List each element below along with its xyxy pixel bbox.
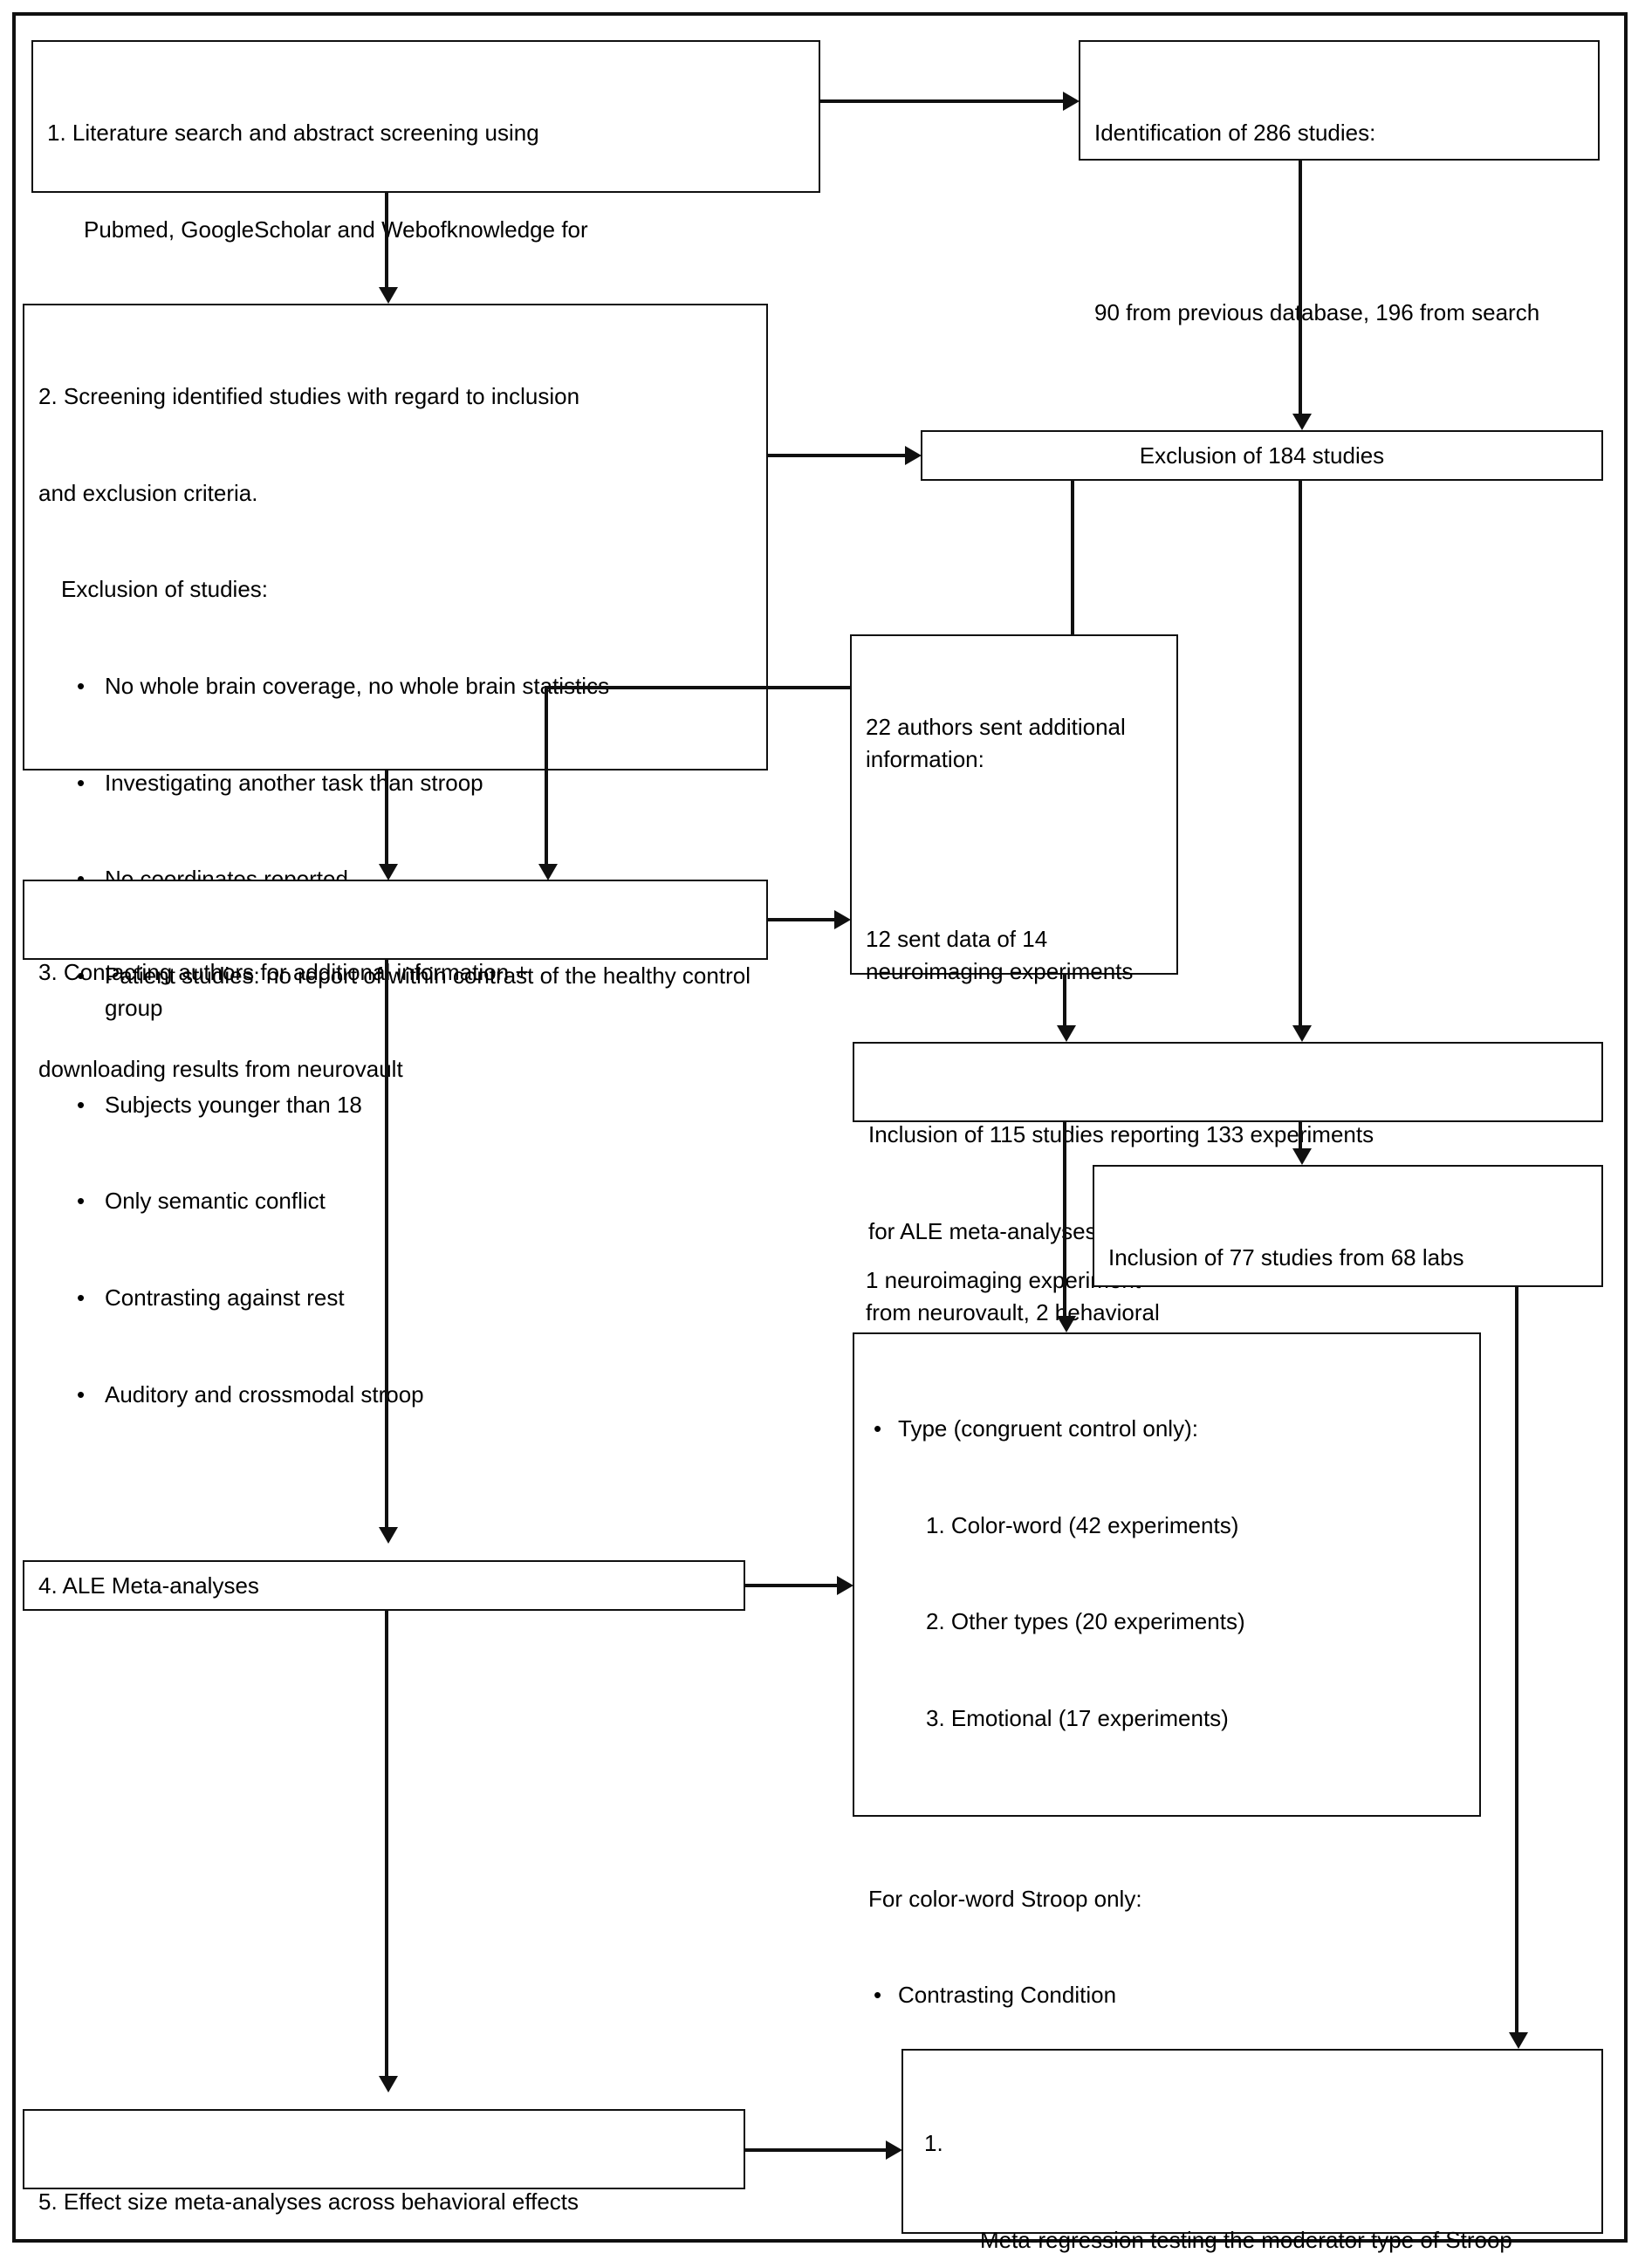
arrowhead-identification-to-exclusion <box>1292 414 1312 430</box>
authors-line1: 22 authors sent additional information: <box>866 713 1133 772</box>
box-step4-ale-meta-analyses: 4. ALE Meta-analyses <box>23 1560 745 1611</box>
step1-line1: 1. Literature search and abstract screen… <box>47 119 539 146</box>
connector-step1-to-identification <box>820 99 1063 103</box>
connector-step5-to-metaregression <box>745 2148 886 2152</box>
moderators-group1-item2: 2. Other types (20 experiments) <box>926 1608 1245 1635</box>
box-step3-contacting-authors: 3. Contacting authors for additional inf… <box>23 880 768 1082</box>
connector-step4-to-moderators <box>745 1584 837 1587</box>
moderators-section-note: For color-word Stroop only: <box>868 1885 1142 1912</box>
connector-step2-to-exclusion <box>768 454 905 457</box>
connector-exclusion-to-step3-seg1 <box>1071 481 1074 689</box>
connector-step1-to-step2 <box>385 193 388 287</box>
inclusion-ale-line1: Inclusion of 115 studies reporting 133 e… <box>868 1120 1374 1147</box>
moderators-group2-label: Contrasting Condition <box>868 1979 1465 2011</box>
step2-bullet-6: Only semantic conflict <box>38 1185 752 1217</box>
connector-ale-to-moderators <box>1063 1122 1066 1316</box>
connector-exclusion-to-inclusion-ale <box>1299 481 1302 1025</box>
arrowhead-step4-to-step5 <box>379 2076 398 2092</box>
metaregression-item1: 1. Meta-regression testing the moderator… <box>917 2127 1587 2267</box>
connector-exclusion-to-step3-seg3 <box>545 686 548 864</box>
step3-line2: downloading results from neurovault <box>38 1055 403 1082</box>
arrowhead-ale-to-moderators <box>1057 1316 1076 1332</box>
connector-step4-to-step5 <box>385 1611 388 2076</box>
exclusion-label: Exclusion of 184 studies <box>1139 442 1385 469</box>
connector-step2-to-step3 <box>385 771 388 864</box>
box-inclusion-ale: Inclusion of 115 studies reporting 133 e… <box>853 1042 1603 1244</box>
box-inclusion-behavioral: Inclusion of 77 studies from 68 labs rep… <box>1093 1165 1603 1463</box>
connector-ale-to-behavioral <box>1299 1122 1302 1148</box>
box-step1-literature-search: 1. Literature search and abstract screen… <box>31 40 820 628</box>
box-exclusion-184: Exclusion of 184 studies <box>921 430 1603 481</box>
arrowhead-step2-to-step3 <box>379 864 398 880</box>
step2-bullet-1: No whole brain coverage, no whole brain … <box>38 670 752 702</box>
connector-identification-to-exclusion <box>1299 161 1302 414</box>
step2-bullet-7: Contrasting against rest <box>38 1282 752 1314</box>
metaregression-item1-number: 1. <box>924 2129 943 2156</box>
box-moderators: Type (congruent control only): 1. Color-… <box>853 1332 1481 2202</box>
arrowhead-step2-to-exclusion <box>905 446 922 465</box>
connector-step3-to-authors <box>768 918 834 921</box>
moderators-group1-item1: 1. Color-word (42 experiments) <box>926 1511 1239 1538</box>
inclusion-behav-line1: Inclusion of 77 studies from 68 labs <box>1108 1243 1464 1270</box>
arrowhead-step4-to-moderators <box>837 1576 853 1595</box>
arrowhead-exclusion-to-step3 <box>538 864 558 880</box>
step2-bullet-8: Auditory and crossmodal stroop <box>38 1379 752 1411</box>
step3-line1: 3. Contacting authors for additional inf… <box>38 958 529 985</box>
moderators-group1-item3: 3. Emotional (17 experiments) <box>926 1704 1229 1731</box>
step2-bullet-2: Investigating another task than stroop <box>38 767 752 799</box>
box-step2-screening: 2. Screening identified studies with reg… <box>23 304 768 1411</box>
box-authors-additional-info: 22 authors sent additional information: … <box>850 634 1178 1358</box>
box-identification: Identification of 286 studies: 90 from p… <box>1079 40 1600 325</box>
arrowhead-authors-to-inclusion-ale <box>1057 1025 1076 1042</box>
moderators-group1-label: Type (congruent control only): <box>868 1413 1465 1445</box>
step2-bullet-5: Subjects younger than 18 <box>38 1089 752 1121</box>
connector-step3-to-step4 <box>385 960 388 1527</box>
arrowhead-step1-to-identification <box>1063 92 1080 111</box>
connector-exclusion-to-step3-seg2 <box>545 686 1074 689</box>
step2-bullet-4: Patient studies: no report of within con… <box>38 960 752 1024</box>
arrowhead-ale-to-behavioral <box>1292 1148 1312 1165</box>
arrowhead-step3-to-authors <box>834 910 851 929</box>
arrowhead-step3-to-step4 <box>379 1527 398 1544</box>
step2-subheading: Exclusion of studies: <box>61 576 269 603</box>
step1-line2: Pubmed, GoogleScholar and Webofknowledge… <box>84 216 588 243</box>
inclusion-ale-line2: for ALE meta-analyses <box>868 1217 1097 1244</box>
arrowhead-exclusion-to-inclusion-ale <box>1292 1025 1312 1042</box>
arrowhead-behavioral-to-metaregression <box>1509 2032 1528 2049</box>
authors-line2: 12 sent data of 14 neuroimaging experime… <box>866 926 1134 985</box>
connector-behavioral-to-metaregression <box>1515 1287 1518 2032</box>
box-step5-effect-size-meta-analyses: 5. Effect size meta-analyses across beha… <box>23 2109 745 2215</box>
arrowhead-step1-to-step2 <box>379 287 398 304</box>
step5-line1: 5. Effect size meta-analyses across beha… <box>38 2188 579 2215</box>
arrowhead-step5-to-metaregression <box>886 2140 902 2160</box>
identification-line1: Identification of 286 studies: <box>1094 119 1376 146</box>
step2-heading-line2: and exclusion criteria. <box>38 479 258 506</box>
step2-heading-line1: 2. Screening identified studies with reg… <box>38 382 580 409</box>
identification-line2: 90 from previous database, 196 from sear… <box>1094 299 1540 326</box>
connector-authors-to-inclusion-ale <box>1063 975 1066 1025</box>
metaregression-item1-line1: Meta-regression testing the moderator ty… <box>980 2226 1512 2253</box>
box-meta-regression: 1. Meta-regression testing the moderator… <box>901 2049 1603 2253</box>
step4-label: 4. ALE Meta-analyses <box>38 1572 259 1599</box>
